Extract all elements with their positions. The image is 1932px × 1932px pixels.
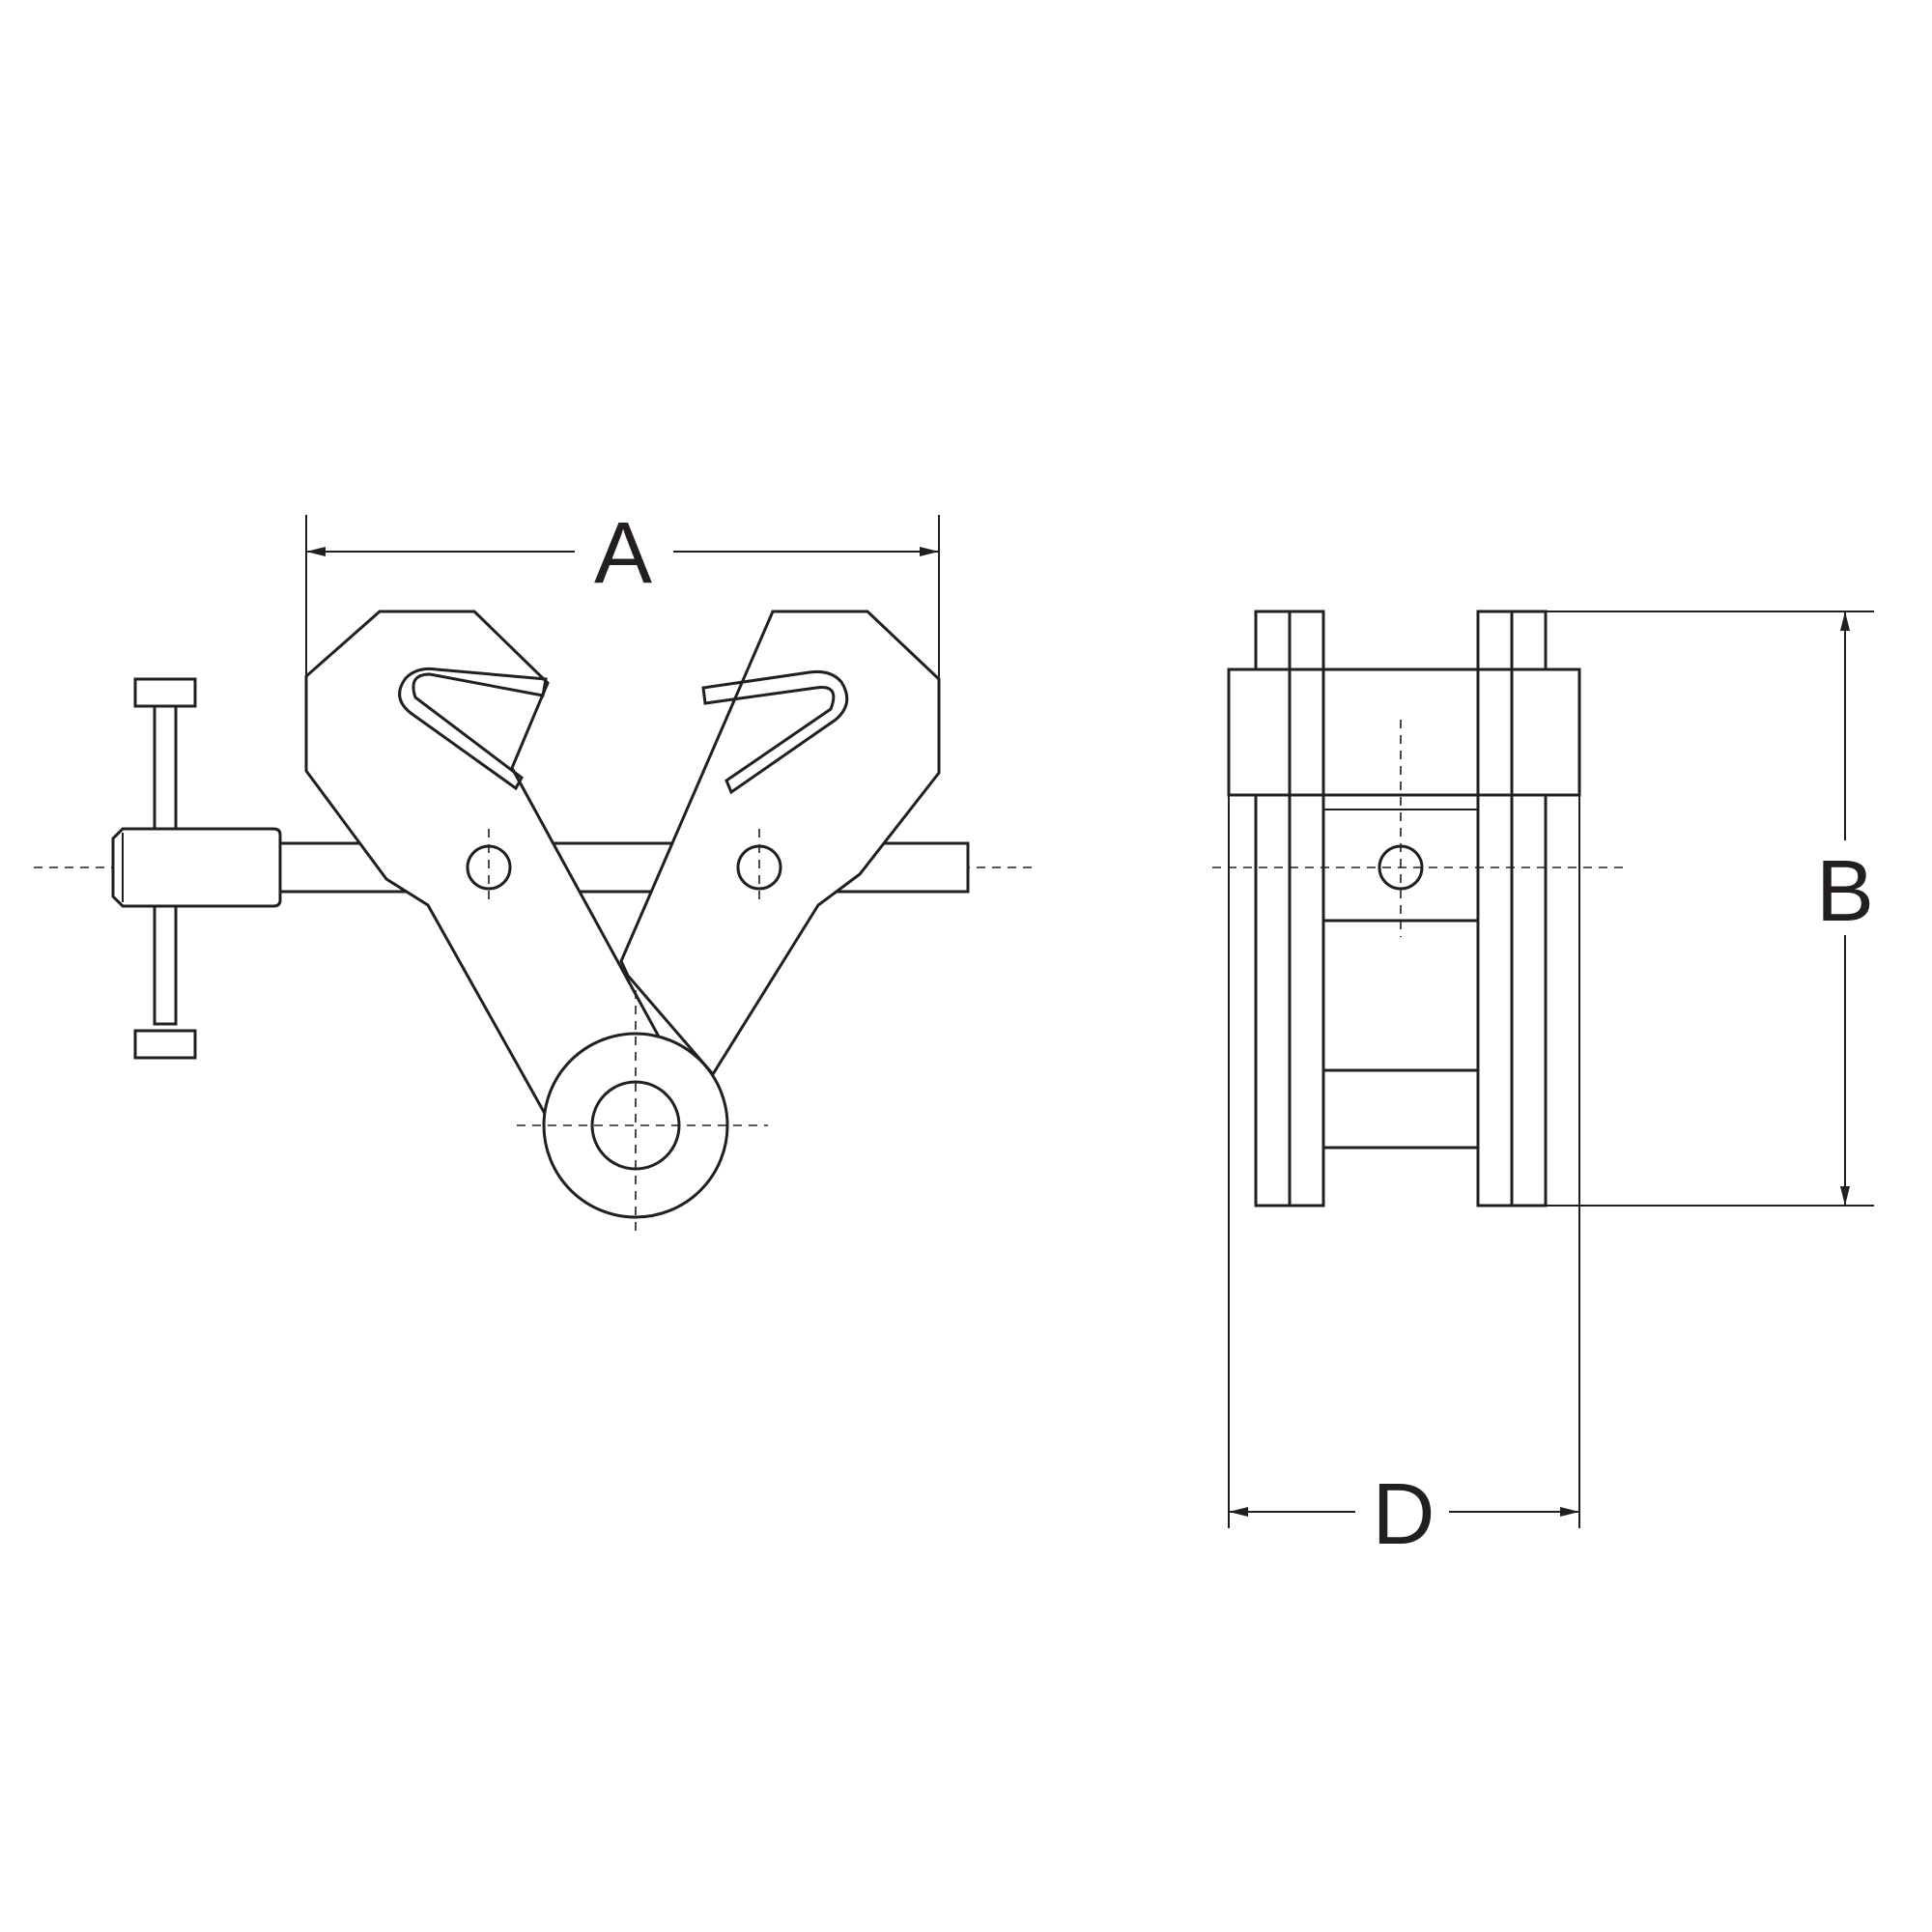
t-handle-top-cap — [133, 677, 197, 708]
dimension-b-label: B — [1816, 843, 1874, 940]
t-handle-bottom-cap — [133, 1029, 197, 1060]
front-view: A — [34, 505, 1034, 1235]
lower-spacer — [1321, 1068, 1480, 1150]
dimension-d-label: D — [1373, 1466, 1435, 1563]
top-band — [1227, 668, 1581, 797]
handle-nut — [111, 827, 282, 908]
right-hook-slot — [701, 670, 849, 795]
dimension-a-label: A — [594, 505, 652, 602]
right-jaw — [619, 610, 941, 1077]
left-hook-slot — [398, 667, 548, 791]
side-view: B D — [1212, 610, 1874, 1563]
lifting-eye-hole — [590, 1080, 681, 1171]
